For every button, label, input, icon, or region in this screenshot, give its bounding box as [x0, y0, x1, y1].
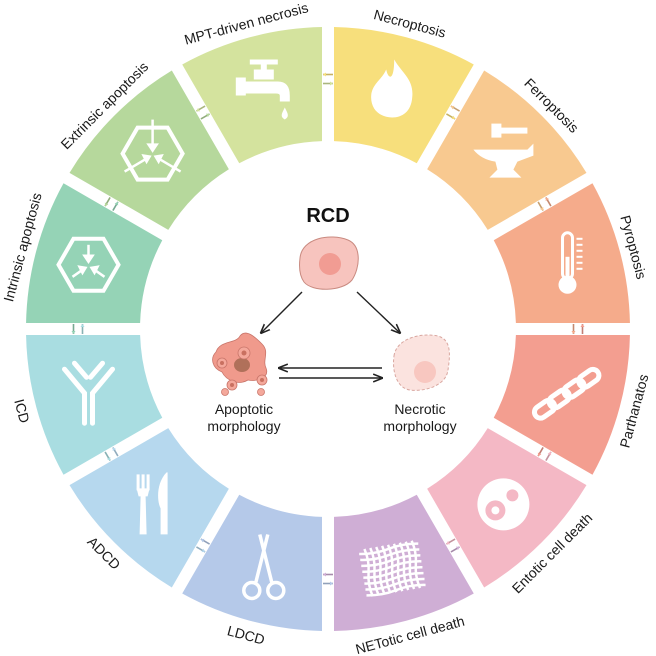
rcd-title: RCD [306, 205, 349, 227]
segment-sector [69, 70, 229, 230]
thermometer-icon [558, 231, 583, 294]
transition-arrows [323, 72, 333, 86]
segment-sector [69, 428, 229, 588]
hexagon-outer-arrows-icon [120, 119, 185, 182]
hexagon-inner-arrows-icon [56, 236, 121, 293]
transition-arrows [323, 572, 333, 586]
apoptotic-label-line1: Apoptotic [215, 401, 273, 417]
transition-arrows [446, 538, 460, 553]
tap-icon [235, 59, 290, 120]
transition-arrows [571, 324, 585, 334]
anvil-hammer-icon [473, 123, 534, 178]
transition-arrows [196, 538, 210, 553]
segment-sector [182, 27, 322, 164]
apoptotic-label-line2: morphology [207, 418, 280, 434]
transition-arrows [104, 197, 119, 211]
segment-label: ICD [11, 397, 33, 424]
segment-sector [26, 183, 163, 323]
transition-arrows [71, 324, 85, 334]
fork-knife-icon [136, 472, 168, 535]
antibody-icon [62, 360, 115, 426]
cell-in-cell-icon [477, 478, 530, 531]
transition-arrows [537, 197, 552, 211]
necrotic-label-line2: morphology [383, 418, 456, 434]
scissors-icon [242, 534, 286, 601]
segment-sector [182, 494, 322, 631]
segment-icd: ICD [11, 335, 163, 475]
necrotic-label-line1: Necrotic [394, 401, 445, 417]
net-icon [359, 540, 426, 597]
necrotic-cell-icon [393, 334, 450, 391]
chain-icon [531, 366, 602, 421]
segment-label: LDCD [226, 622, 267, 647]
transition-arrows [196, 105, 210, 120]
flame-icon [371, 59, 413, 118]
normal-cell-icon [299, 236, 359, 290]
transition-arrows [104, 447, 119, 461]
arrow-to-apoptotic [261, 291, 303, 333]
transition-arrows [537, 447, 552, 461]
apoptotic-cell-icon [212, 332, 268, 396]
arrow-to-necrotic [356, 291, 400, 333]
transition-arrows [446, 105, 460, 120]
